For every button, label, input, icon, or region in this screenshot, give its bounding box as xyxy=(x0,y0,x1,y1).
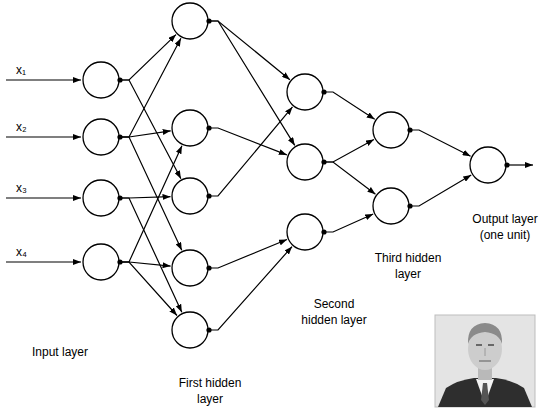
neuron-circle xyxy=(171,249,209,287)
neuron-circle xyxy=(286,213,324,251)
weight-arrow xyxy=(122,131,171,137)
input-arrow xyxy=(6,197,81,198)
input-label: x₂ xyxy=(16,119,27,135)
neuron-outline xyxy=(82,243,120,281)
neuron-circle xyxy=(171,311,209,349)
neuron-outline xyxy=(286,73,324,111)
input-name: x₄ xyxy=(16,245,27,259)
neuron-outline xyxy=(82,118,120,156)
input-arrow xyxy=(6,136,81,137)
layer-name: Input layer xyxy=(32,345,88,359)
layer-label: Third hidden layer xyxy=(370,250,446,282)
neuron-outline xyxy=(171,249,209,287)
neuron-circle xyxy=(372,187,410,225)
neuron-circle xyxy=(82,179,120,217)
input-arrows xyxy=(6,80,533,262)
neuron-outline xyxy=(171,311,209,349)
weight-arrow xyxy=(211,247,292,330)
weight-arrow xyxy=(412,175,471,206)
weight-arrow xyxy=(412,130,471,156)
neuron-outline xyxy=(82,179,120,217)
neuron-circle xyxy=(171,109,209,147)
weight-arrow xyxy=(122,35,176,80)
layer-name: First hidden layer xyxy=(179,376,242,406)
input-label: x₁ xyxy=(16,62,26,78)
neuron-outline xyxy=(372,187,410,225)
neuron-outline xyxy=(171,177,209,215)
weight-arrow xyxy=(211,21,295,145)
weight-arrow xyxy=(211,239,287,268)
neuron-circle xyxy=(82,118,120,156)
input-arrow xyxy=(6,79,81,80)
weight-arrow xyxy=(326,139,374,162)
neuron-outline xyxy=(286,143,324,181)
connector-group xyxy=(122,21,471,330)
layer-name: Output layer (one unit) xyxy=(472,212,537,242)
input-name: x₂ xyxy=(16,120,27,134)
neuron-outline xyxy=(469,146,507,184)
weight-arrow xyxy=(326,214,373,232)
weight-arrow xyxy=(122,198,182,312)
layer-name: Second hidden layer xyxy=(301,297,366,327)
layer-label: Second hidden layer xyxy=(298,296,370,328)
weight-arrow xyxy=(326,92,375,119)
layer-label: Output layer (one unit) xyxy=(467,211,543,243)
input-name: x₃ xyxy=(16,181,27,195)
neuron-circle xyxy=(469,146,507,184)
weight-arrow xyxy=(211,128,287,155)
weight-arrow xyxy=(326,162,375,194)
neuron-circle xyxy=(171,177,209,215)
input-label: x₃ xyxy=(16,180,27,196)
input-arrow xyxy=(6,261,81,262)
portrait-photo xyxy=(435,315,535,407)
weight-arrow xyxy=(211,107,292,196)
neuron-circle xyxy=(171,2,209,40)
input-label: x₄ xyxy=(16,244,27,260)
neuron-circle xyxy=(82,243,120,281)
output-arrow xyxy=(509,164,533,165)
neuron-outline xyxy=(372,111,410,149)
neuron-circle xyxy=(286,143,324,181)
weight-arrow xyxy=(122,262,177,315)
neuron-outline xyxy=(82,61,120,99)
layer-name: Third hidden layer xyxy=(375,251,442,281)
layer-label: Input layer xyxy=(20,344,100,360)
neuron-outline xyxy=(171,2,209,40)
input-name: x₁ xyxy=(16,63,26,77)
neuron-circle xyxy=(82,61,120,99)
neuron-outline xyxy=(171,109,209,147)
neuron-circle xyxy=(372,111,410,149)
neuron-circle xyxy=(286,73,324,111)
layer-label: First hidden layer xyxy=(172,375,248,407)
neuron-outline xyxy=(286,213,324,251)
